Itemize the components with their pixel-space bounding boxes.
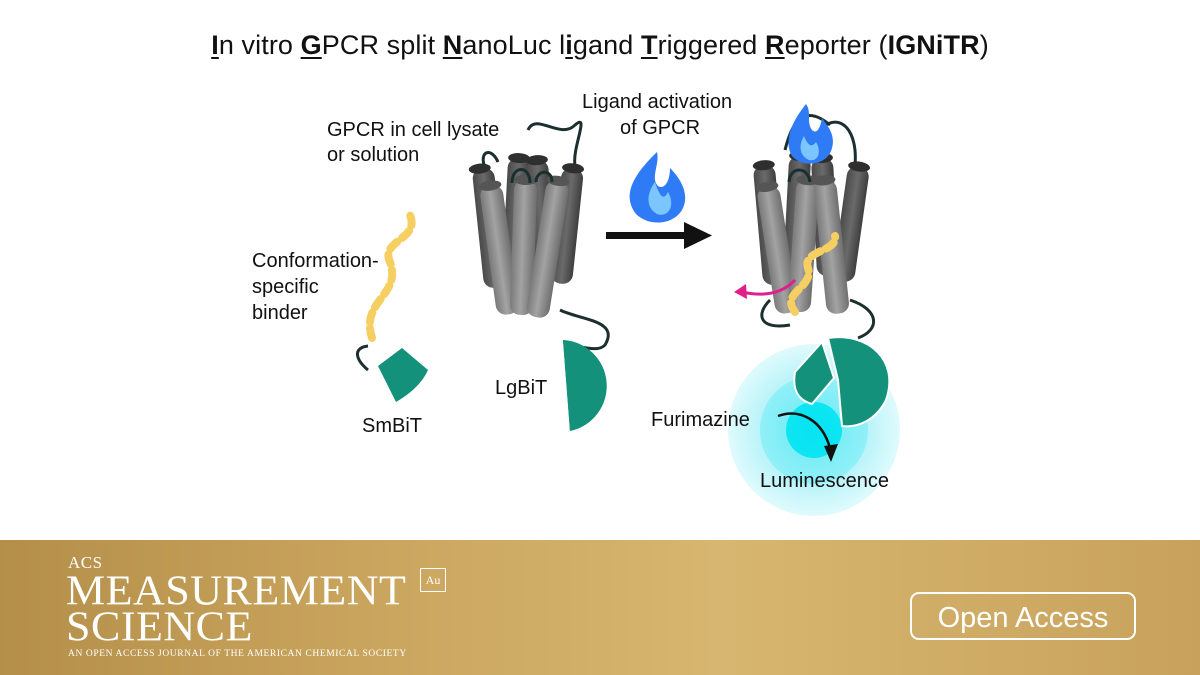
label-binder-line3: binder — [252, 302, 308, 324]
ignitr-diagram — [356, 104, 900, 516]
title-segment: riggered — [657, 30, 766, 60]
title-segment: ) — [979, 30, 989, 60]
reaction-arrow — [777, 412, 832, 449]
title-segment: PCR split — [321, 30, 443, 60]
lgbit-bound-shape — [826, 336, 891, 428]
arrow-right-icon — [606, 222, 712, 249]
journal-acs: ACS — [68, 553, 103, 572]
title-segment: gand — [572, 30, 641, 60]
label-furimazine: Furimazine — [651, 409, 750, 431]
title-segment: n vitro — [218, 30, 301, 60]
conformation-binder — [356, 211, 416, 372]
smbit-bound-shape — [793, 340, 836, 406]
title-segment: N — [442, 30, 463, 60]
title-segment: I — [211, 30, 219, 60]
flame-icon — [629, 152, 686, 223]
label-gpcr-line2: or solution — [327, 144, 420, 166]
title-segment: anoLuc l — [462, 30, 566, 60]
title-segment: i — [565, 30, 573, 60]
smbit-shape — [378, 348, 428, 402]
label-ligand-line2: of GPCR — [620, 117, 701, 139]
journal-footer — [0, 540, 1200, 675]
label-gpcr-line1: GPCR in cell lysate — [327, 119, 500, 141]
label-binder-line2: specific — [252, 276, 319, 298]
diagram-area: In vitro GPCR split NanoLuc ligand Trigg… — [0, 30, 1200, 516]
journal-name-line1: MEASUREMENT — [66, 567, 407, 614]
page-title: In vitro GPCR split NanoLuc ligand Trigg… — [0, 30, 1200, 61]
gpcr-inactive — [468, 120, 610, 354]
label-binder-line1: Conformation- — [252, 250, 379, 272]
gpcr-active — [734, 104, 876, 340]
title-segment: eporter ( — [784, 30, 888, 60]
title-segment: G — [300, 30, 322, 60]
open-access-badge[interactable]: Open Access — [910, 592, 1136, 640]
title-segment: R — [765, 30, 785, 60]
journal-badge: Au — [420, 568, 446, 592]
label-ligand-line1: Ligand activation — [582, 91, 733, 113]
label-lgbit: LgBiT — [495, 377, 548, 399]
label-smbit: SmBiT — [362, 415, 422, 437]
journal-subtitle: AN OPEN ACCESS JOURNAL OF THE AMERICAN C… — [68, 649, 407, 659]
title-segment: T — [640, 30, 658, 60]
label-luminescence: Luminescence — [760, 470, 889, 492]
title-segment: IGNiTR — [887, 30, 980, 60]
journal-name-line2: SCIENCE — [66, 603, 253, 650]
